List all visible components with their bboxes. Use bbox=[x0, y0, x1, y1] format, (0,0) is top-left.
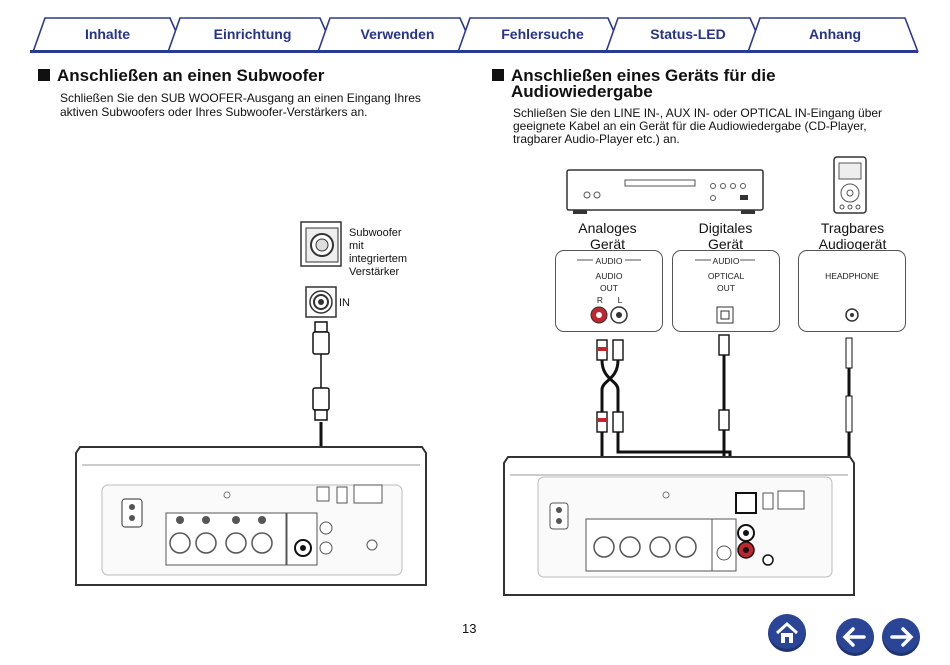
digital-device-label-2: Gerät bbox=[707, 236, 743, 252]
optical-box-title: AUDIO bbox=[712, 256, 740, 266]
rear-panel-right bbox=[503, 456, 855, 596]
analog-out-line1: AUDIO bbox=[595, 271, 623, 281]
rear-panel-left bbox=[75, 446, 427, 586]
analog-out-line2: OUT bbox=[600, 283, 618, 293]
left-heading-text: Anschließen an einen Subwoofer bbox=[57, 66, 325, 85]
analog-r-label: R bbox=[596, 295, 604, 305]
portable-player-icon bbox=[833, 156, 867, 214]
tab-anhang[interactable]: Anhang bbox=[808, 26, 862, 42]
analog-device-label-1: Analoges bbox=[578, 220, 637, 236]
analog-device-label-2: Gerät bbox=[589, 236, 625, 252]
subwoofer-in-label: IN bbox=[339, 297, 350, 309]
bullet-square-icon bbox=[492, 69, 504, 81]
analog-output-box bbox=[555, 250, 663, 332]
right-heading-line2: Audiowiedergabe bbox=[511, 82, 653, 101]
home-icon bbox=[775, 621, 799, 643]
next-page-button[interactable] bbox=[882, 618, 920, 656]
portable-device-label-1: Tragbares bbox=[820, 220, 885, 236]
tab-bar bbox=[30, 17, 919, 53]
tab-verwenden[interactable]: Verwenden bbox=[360, 26, 435, 42]
home-button[interactable] bbox=[768, 614, 806, 652]
left-text-line1: Schließen Sie den SUB WOOFER-Ausgang an … bbox=[60, 91, 421, 105]
subwoofer-label-3: integriertem bbox=[349, 253, 408, 265]
bullet-square-icon bbox=[38, 69, 50, 81]
left-section-heading: Anschließen an einen Subwoofer bbox=[38, 67, 324, 85]
headphone-label: HEADPHONE bbox=[825, 271, 879, 281]
right-section-heading: Anschließen eines Geräts für die bbox=[492, 67, 776, 85]
optical-out-line2: OUT bbox=[717, 283, 735, 293]
subwoofer-label-2: mit bbox=[349, 240, 364, 252]
arrow-left-icon bbox=[842, 627, 866, 647]
subwoofer-label-1: Subwoofer bbox=[349, 227, 402, 239]
page-number: 13 bbox=[462, 621, 477, 636]
optical-out-line1: OPTICAL bbox=[707, 271, 745, 281]
left-text-line2: aktiven Subwoofers oder Ihres Subwoofer-… bbox=[60, 105, 368, 119]
right-heading-line1: Anschließen eines Geräts für die bbox=[511, 66, 776, 85]
previous-page-button[interactable] bbox=[836, 618, 874, 656]
cd-player-icon bbox=[566, 169, 764, 214]
right-text-line2: geeignete Kabel an ein Gerät für die Aud… bbox=[513, 119, 867, 133]
subwoofer-diagram bbox=[300, 221, 342, 318]
tab-inhalte[interactable]: Inhalte bbox=[84, 26, 131, 42]
analog-l-label: L bbox=[617, 295, 623, 305]
subwoofer-label-4: Verstärker bbox=[349, 266, 400, 278]
tab-einrichtung[interactable]: Einrichtung bbox=[213, 26, 292, 42]
tab-status-led[interactable]: Status-LED bbox=[650, 26, 726, 42]
portable-device-label-2: Audiogerät bbox=[818, 236, 887, 252]
tab-fehlersuche[interactable]: Fehlersuche bbox=[501, 26, 584, 42]
right-text-line1: Schließen Sie den LINE IN-, AUX IN- oder… bbox=[513, 106, 883, 120]
analog-box-title: AUDIO bbox=[595, 256, 623, 266]
arrow-right-icon bbox=[890, 627, 914, 647]
right-text-line3: tragbarer Audio-Player etc.) an. bbox=[513, 132, 680, 146]
digital-device-label-1: Digitales bbox=[698, 220, 753, 236]
device-jacks bbox=[577, 259, 859, 324]
